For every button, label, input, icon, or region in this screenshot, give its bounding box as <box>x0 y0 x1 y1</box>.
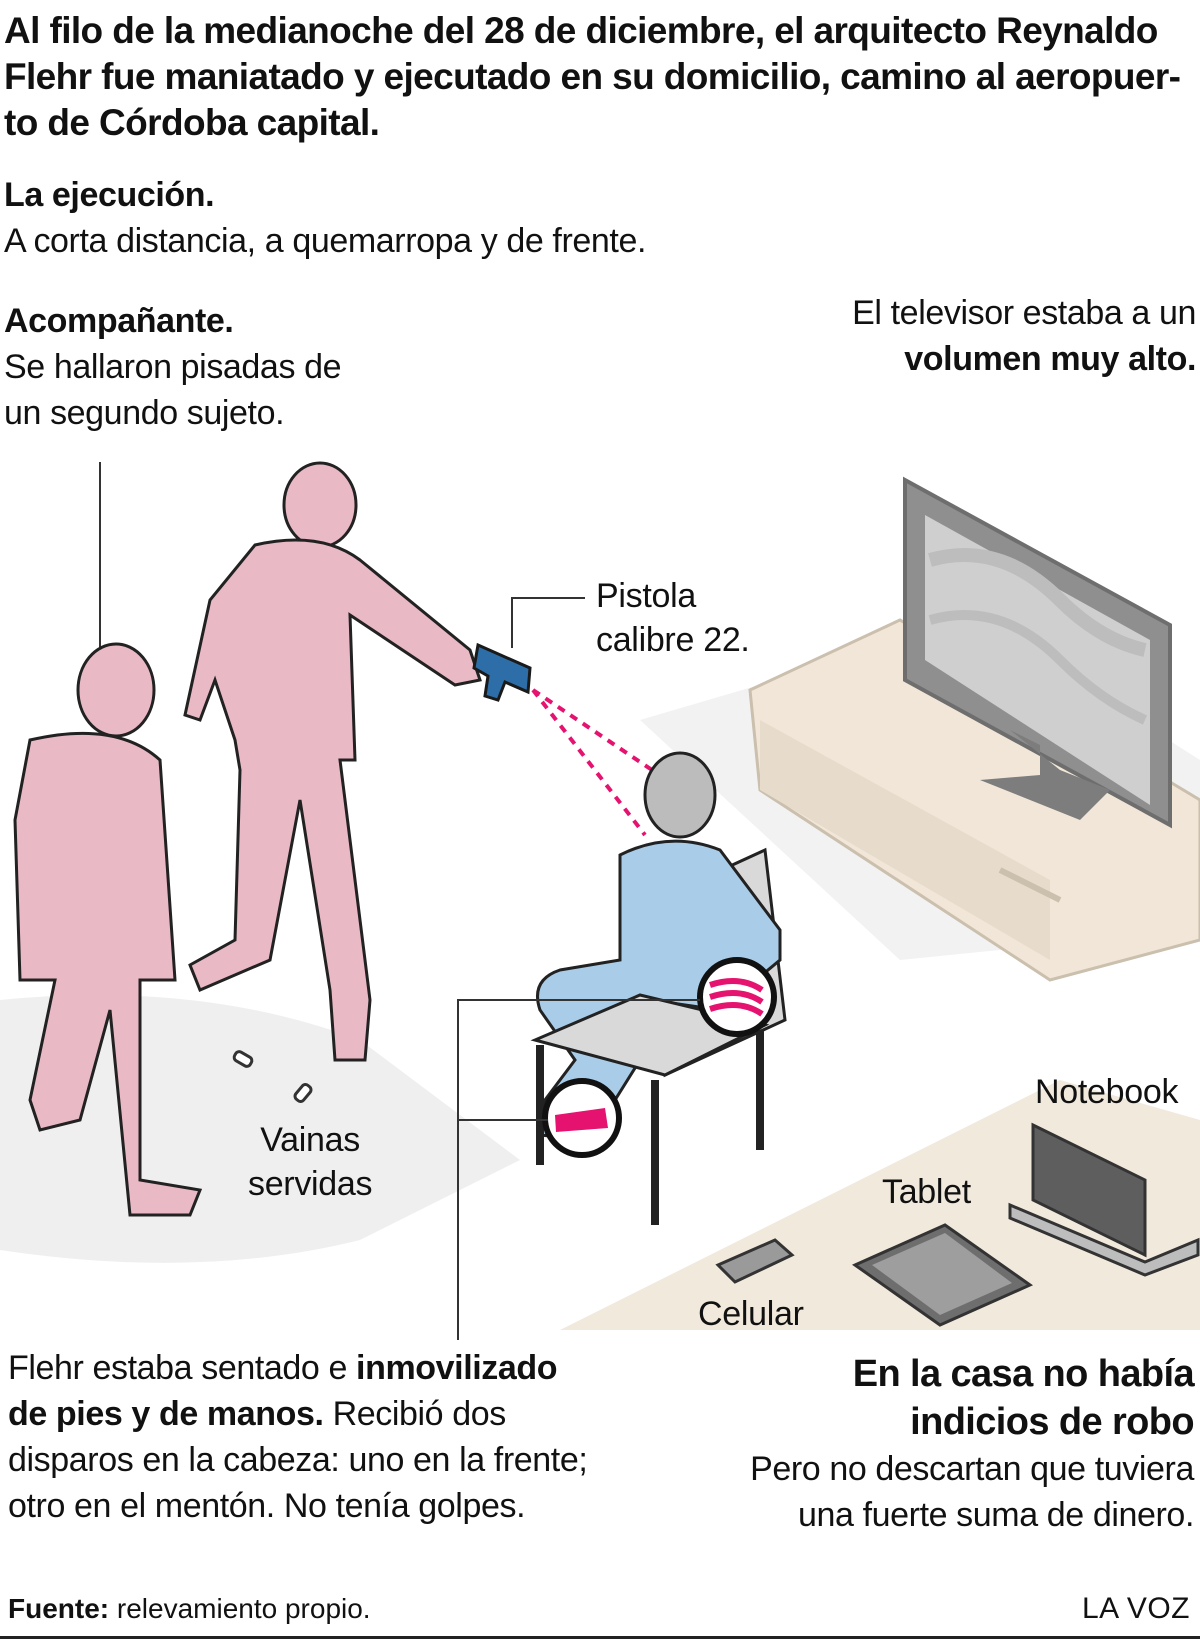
pistola-label-line2: calibre 22. <box>596 621 750 659</box>
companion-figure <box>13 462 203 1217</box>
vainas-label: Vainas servidas <box>248 1118 373 1206</box>
flehr-line2-normal: Recibió dos <box>323 1395 507 1433</box>
robo-text-line1: Pero no descartan que tuviera <box>750 1450 1194 1488</box>
flehr-line4: otro en el mentón. No tenía golpes. <box>8 1487 526 1525</box>
acompanante-text-2: un segundo sujeto. <box>4 394 285 432</box>
bottom-rule <box>0 1636 1200 1639</box>
celular-device <box>715 1238 795 1284</box>
brand-logo: LA VOZ <box>1081 1592 1190 1625</box>
notebook-label: Notebook <box>1035 1073 1179 1111</box>
notebook-screen <box>1031 1122 1147 1258</box>
shell-casing-2 <box>293 1083 313 1103</box>
shooter-figure <box>183 461 482 1062</box>
television <box>903 476 1172 829</box>
pistola-label-line1: Pistola <box>596 577 696 615</box>
flehr-block: Flehr estaba sentado e inmovilizado de p… <box>8 1345 658 1529</box>
robo-block: En la casa no había indicios de robo Per… <box>634 1350 1195 1538</box>
ejecucion-block: La ejecución. A corta distancia, a quema… <box>4 172 646 264</box>
flehr-line2-bold: de pies y de manos. <box>8 1395 324 1433</box>
shell-casing-1 <box>232 1050 254 1068</box>
celular-label: Celular <box>698 1295 804 1333</box>
robo-title-line2: indicios de robo <box>910 1401 1194 1443</box>
acompanante-title: Acompañante. <box>4 302 234 340</box>
source-note: Fuente: relevamiento propio. <box>8 1592 371 1626</box>
acompanante-text-1: Se hallaron pisadas de <box>4 348 342 386</box>
tv-note-line1: El televisor estaba a un <box>852 294 1196 332</box>
flehr-line1-bold: inmovilizado <box>356 1349 558 1387</box>
ejecucion-title: La ejecución. <box>4 176 215 214</box>
notebook-base <box>1008 1202 1200 1277</box>
flehr-line1: Flehr estaba sentado e inmovilizado <box>8 1345 658 1391</box>
tv-note: El televisor estaba a un volumen muy alt… <box>776 290 1196 382</box>
robo-title-line1: En la casa no había <box>852 1353 1195 1395</box>
acompanante-block: Acompañante. Se hallaron pisadas de un s… <box>4 298 342 436</box>
robo-text-line2: una fuerte suma de dinero. <box>798 1496 1194 1534</box>
tablet-label: Tablet <box>882 1173 971 1211</box>
vainas-label-line2: servidas <box>248 1165 373 1203</box>
shot-line-2 <box>531 688 647 837</box>
hands-restraint-highlight <box>697 957 777 1037</box>
flehr-line1-normal: Flehr estaba sentado e <box>8 1349 357 1387</box>
tv-stand-handle <box>998 867 1062 903</box>
feet-restraint-highlight <box>542 1078 622 1158</box>
shot-line-1 <box>531 688 657 774</box>
pistola-label: Pistola calibre 22. <box>596 574 750 662</box>
tv-stand-front <box>760 720 1050 960</box>
tv-note-line2: volumen muy alto. <box>904 340 1196 378</box>
pistol <box>472 642 532 702</box>
pistol-leader-line <box>511 597 585 648</box>
ejecucion-text: A corta distancia, a quemarropa y de fre… <box>4 222 646 260</box>
source-text: relevamiento propio. <box>109 1593 371 1624</box>
intro-paragraph: Al filo de la medianoche del 28 de dicie… <box>4 10 1181 143</box>
flehr-line2: de pies y de manos. Recibió dos <box>8 1391 658 1437</box>
flehr-leader-hands <box>457 999 700 1340</box>
tablet-screen <box>872 1233 1012 1315</box>
flehr-line3: disparos en la cabeza: uno en la frente; <box>8 1441 588 1479</box>
vainas-label-line1: Vainas <box>260 1121 360 1159</box>
source-label: Fuente: <box>8 1593 110 1624</box>
